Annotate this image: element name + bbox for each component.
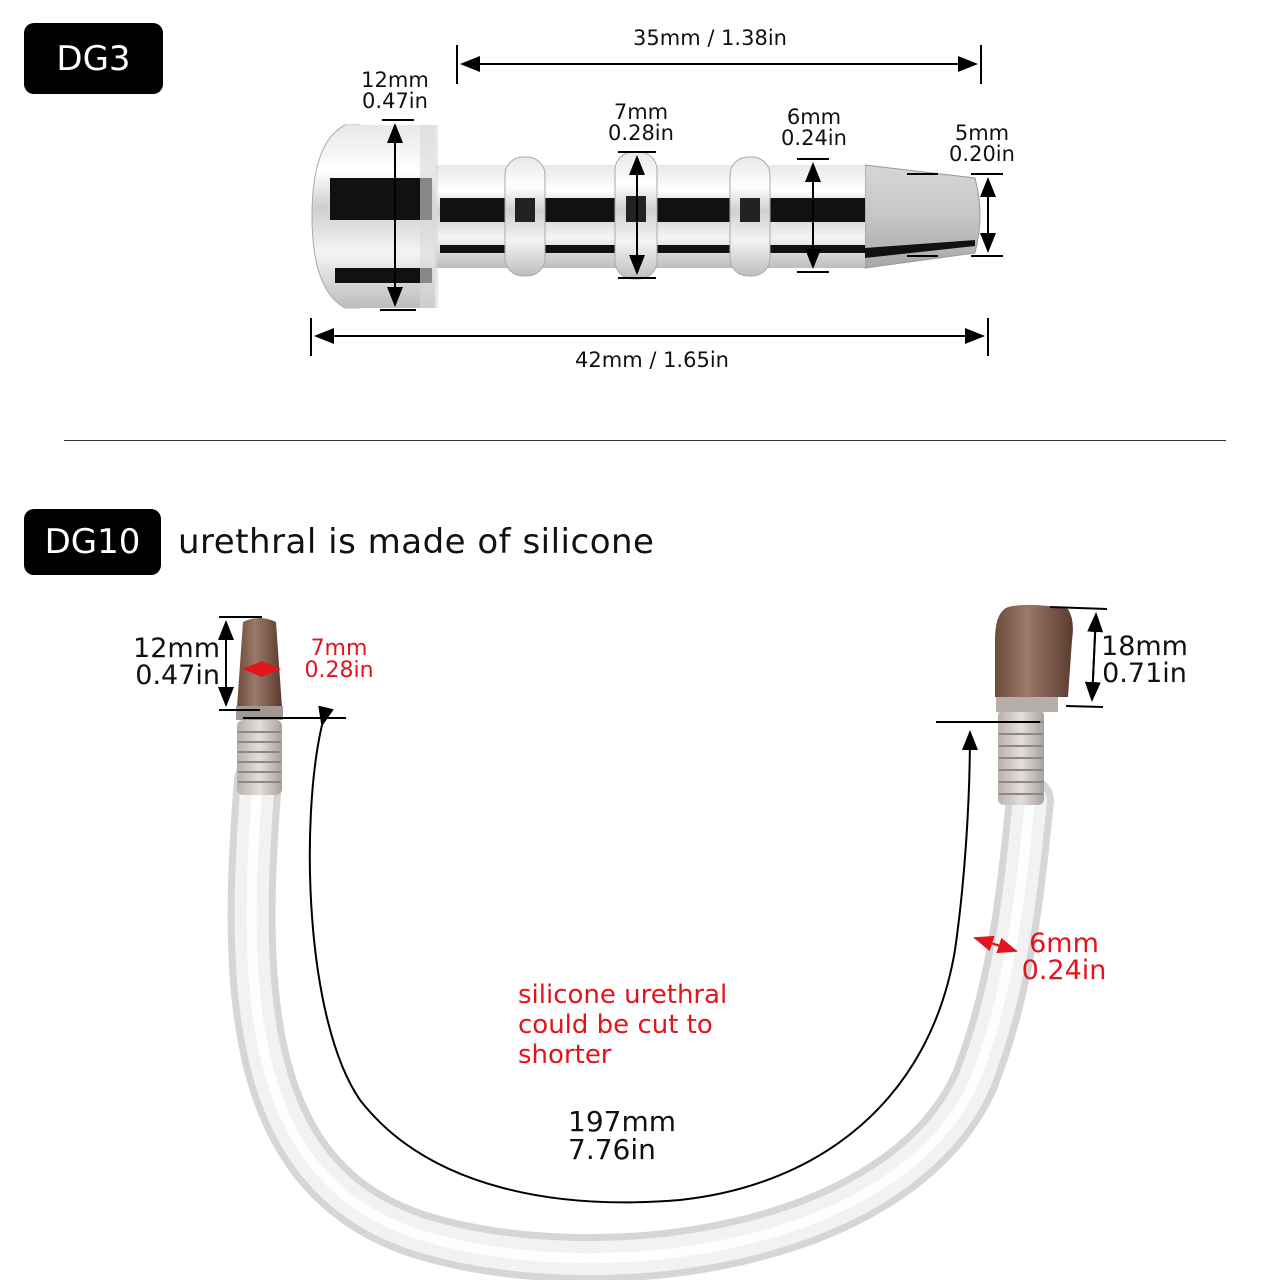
dg10-left-plug-length-in: 0.47in (135, 660, 220, 691)
dg10-right-plug-length: 18mm 0.71in (1097, 633, 1192, 687)
dg10-badge-label: DG10 (44, 522, 141, 562)
dg10-tube-length-in: 7.76in (568, 1133, 656, 1166)
dg10-product (227, 604, 1073, 1280)
dg10-right-plug-length-in: 0.71in (1102, 658, 1187, 689)
dg3-tip-dimension: 5mm 0.20in (937, 123, 1027, 165)
dg3-dimension-lines (310, 45, 1003, 356)
dg3-shaft-dimension: 6mm 0.24in (769, 107, 859, 149)
dg10-cut-note: silicone urethral could be cut to shorte… (518, 980, 727, 1070)
dg10-cut-note-line-2: could be cut to (518, 1010, 713, 1040)
dg10-tube-diameter-in: 0.24in (1021, 955, 1107, 986)
dg10-left-plug-diameter: 7mm 0.28in (296, 638, 382, 682)
dg3-top-length-label: 35mm / 1.38in (633, 26, 787, 50)
dg3-tip-in: 0.20in (949, 142, 1015, 166)
dg10-tube-length-mm: 197mm (568, 1105, 676, 1138)
dg3-head-dimension: 12mm 0.47in (350, 70, 440, 112)
dg10-tube-length: 197mm 7.76in (568, 1108, 676, 1164)
dg10-cut-note-line-3: shorter (518, 1040, 612, 1070)
dg10-dimension-lines (218, 606, 1108, 1204)
dg10-heading: urethral is made of silicone (178, 522, 655, 562)
dg10-right-plug-length-mm: 18mm (1101, 631, 1188, 662)
dg10-left-plug-diameter-mm: 7mm (310, 636, 368, 661)
dg3-bead-dimension: 7mm 0.28in (596, 102, 686, 144)
dg10-red-dimension-lines (242, 661, 1018, 954)
dg10-cut-note-line-1: silicone urethral (518, 980, 728, 1010)
dg3-badge: DG3 (24, 23, 163, 94)
section-divider (64, 440, 1226, 441)
dg3-bead-mm: 7mm (613, 100, 669, 124)
dg3-shaft-mm: 6mm (786, 105, 842, 129)
dg3-shaft-in: 0.24in (781, 126, 847, 150)
dg3-product (311, 124, 981, 309)
dg3-head-mm: 12mm (361, 68, 429, 92)
dg3-badge-label: DG3 (56, 38, 131, 79)
dg10-tube-diameter: 6mm 0.24in (1016, 930, 1112, 984)
dg10-left-plug-length: 12mm 0.47in (112, 635, 220, 689)
dg10-left-plug-length-mm: 12mm (133, 633, 220, 664)
dg3-bead-in: 0.28in (608, 121, 674, 145)
dg10-left-plug-diameter-in: 0.28in (304, 658, 374, 683)
dg3-total-length-label: 42mm / 1.65in (575, 348, 729, 372)
dg3-head-in: 0.47in (362, 89, 428, 113)
dg10-badge: DG10 (24, 509, 161, 575)
dg3-tip-mm: 5mm (954, 121, 1010, 145)
dg10-tube-diameter-mm: 6mm (1029, 928, 1099, 959)
